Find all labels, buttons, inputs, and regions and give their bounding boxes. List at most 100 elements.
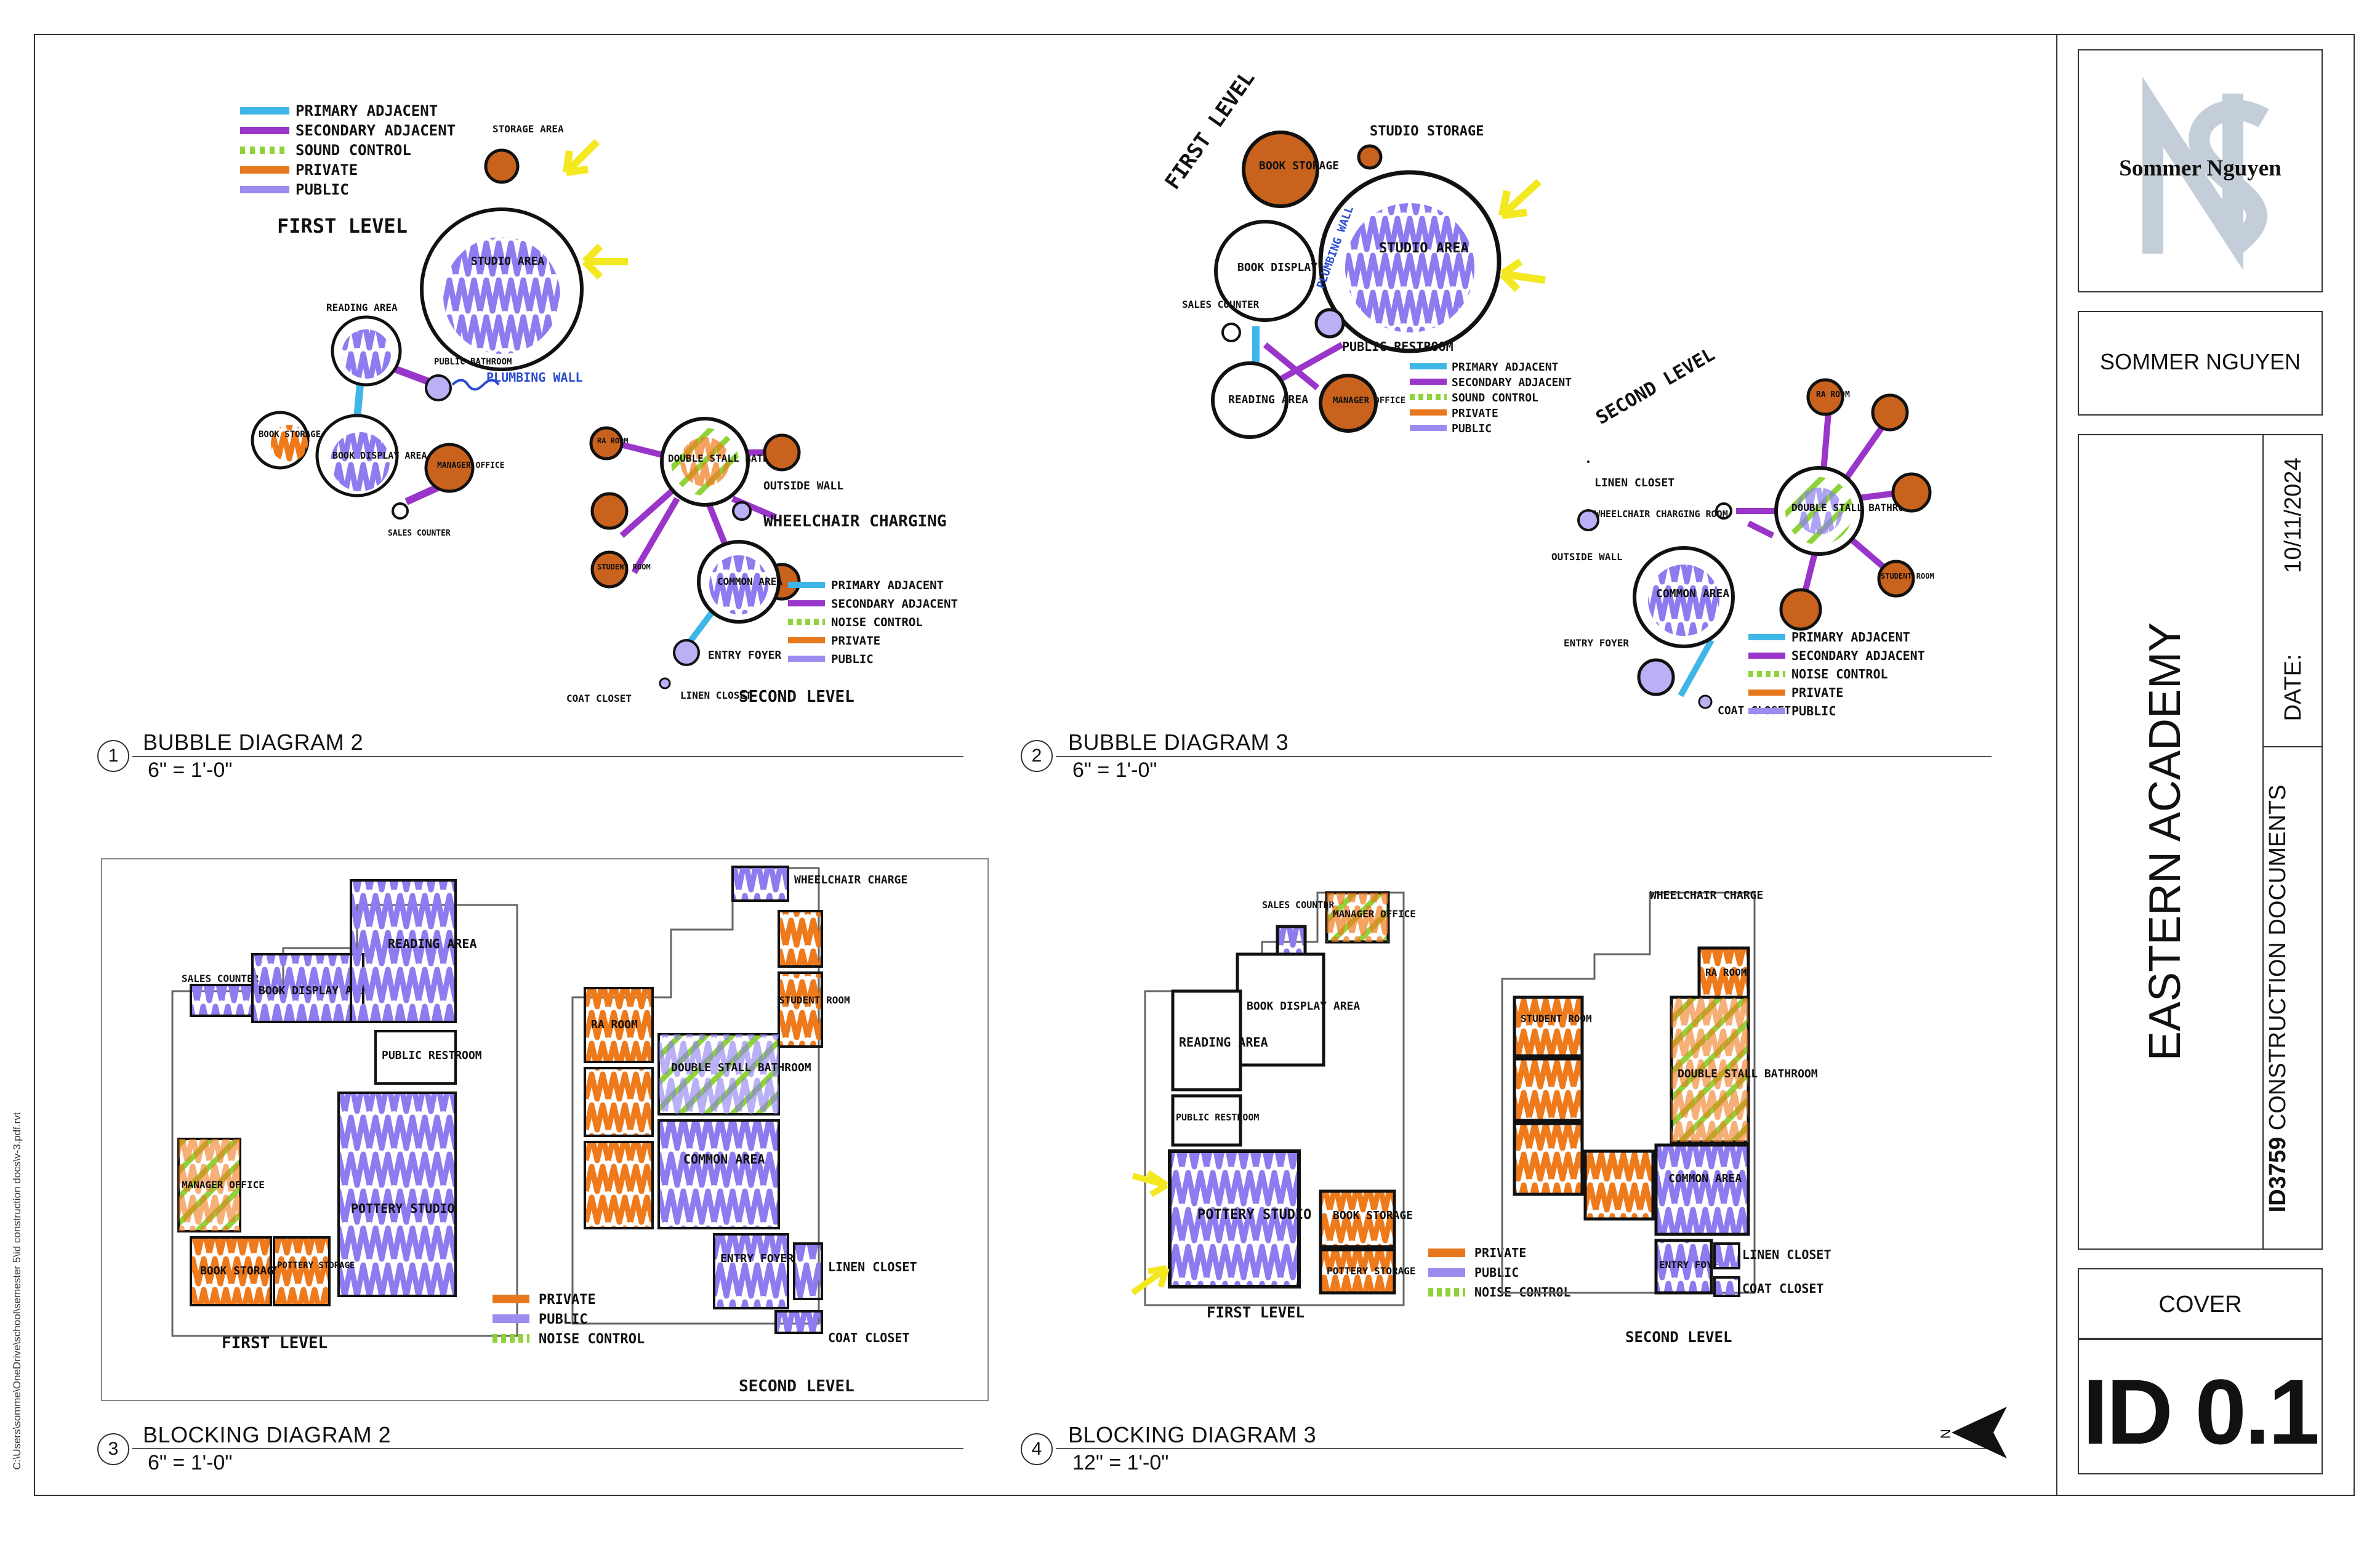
bubble-label: RA ROOM — [1816, 390, 1850, 400]
view-rule-3 — [132, 1448, 963, 1449]
view-rule-1 — [132, 756, 963, 757]
legend-item: NOISE CONTROL — [1791, 667, 1888, 681]
bubble-label: READING AREA — [1228, 393, 1308, 406]
legend-item: SECONDARY ADJACENT — [1452, 376, 1572, 389]
project-info-divider — [2262, 435, 2264, 1248]
sheet-border — [34, 34, 2355, 1496]
bubble-label: STUDIO STORAGE — [1370, 124, 1484, 139]
legend-item: PRIMARY ADJACENT — [1452, 361, 1559, 374]
view-title-1: BUBBLE DIAGRAM 2 — [143, 730, 364, 755]
block-label: BOOK STORAGE — [200, 1264, 280, 1277]
legend-item: PRIVATE — [831, 634, 880, 648]
block-label: POTTERY STUDIO — [1197, 1207, 1311, 1223]
bubble-label: COMMON AREA — [1656, 587, 1729, 600]
legend-item: PRIMARY ADJACENT — [296, 102, 438, 119]
date-divider — [2262, 746, 2323, 747]
title-block-divider — [2056, 34, 2057, 1496]
course-code: ID3759 — [2265, 1136, 2291, 1213]
legend-item: PRIVATE — [1474, 1245, 1526, 1260]
bubble-label: DOUBLE STALL BATHROOM — [1791, 502, 1916, 513]
level-label: SECOND LEVEL — [739, 1377, 854, 1396]
block-label: LINEN CLOSET — [1742, 1247, 1831, 1262]
block-label: COAT CLOSET — [828, 1330, 909, 1345]
legend-item: PUBLIC — [1474, 1265, 1519, 1280]
bubble-label: LINEN CLOSET — [680, 690, 752, 701]
block-label: DOUBLE STALL BATHROOM — [671, 1061, 811, 1074]
legend-item: SECONDARY ADJACENT — [831, 597, 958, 611]
block-label: POTTERY STORAGE — [1327, 1265, 1416, 1277]
sheet-name: COVER — [2158, 1292, 2242, 1317]
level-label: SECOND LEVEL — [739, 688, 854, 706]
level-label: FIRST LEVEL — [277, 214, 408, 238]
legend-item: PUBLIC — [1791, 704, 1836, 718]
block-label: ENTRY FOYER — [720, 1252, 794, 1265]
block-label: RA ROOM — [1705, 967, 1747, 978]
legend-item: PRIVATE — [539, 1292, 596, 1308]
legend-item: PRIMARY ADJACENT — [1791, 630, 1910, 645]
blocking-diagram-2: SALES COUNTER BOOK DISPLAY AREA READING … — [101, 858, 989, 1401]
legend-item: SOUND CONTROL — [1452, 392, 1538, 404]
block-label: BOOK DISPLAY AREA — [1247, 1000, 1360, 1013]
block-label: POTTERY STUDIO — [351, 1201, 455, 1216]
block-label: READING AREA — [1179, 1035, 1268, 1050]
north-label: N — [1939, 1429, 1953, 1439]
logo-mark-icon — [2142, 76, 2269, 271]
bubble-diagram-3: FIRST LEVEL BOOK STORAGE STUDIO STORAGE … — [1160, 68, 1934, 718]
legend-item: PUBLIC — [539, 1312, 587, 1327]
bubble-label: ENTRY FOYER — [1564, 637, 1629, 649]
project-name: EASTERN ACADEMY — [2141, 622, 2190, 1061]
block-label: SALES COUNTER — [182, 973, 259, 984]
view-rule-4 — [1056, 1448, 1992, 1449]
level-label: SECOND LEVEL — [1593, 344, 1719, 429]
legend-item: PUBLIC — [1452, 422, 1492, 435]
bubble-diagram-2: PRIMARY ADJACENT SECONDARY ADJACENT SOUN… — [240, 102, 958, 706]
sheet-number: ID 0.1 — [2082, 1360, 2320, 1463]
block-label: BOOK DISPLAY AREA — [259, 984, 372, 997]
project-info-box: EASTERN ACADEMY 10/11/2024 DATE: ID3759 … — [2078, 434, 2323, 1250]
logo-box: Sommer Nguyen — [2078, 49, 2323, 292]
bubble-label: DOUBLE STALL BATHROOM — [668, 452, 792, 464]
view-number-4: 4 — [1021, 1433, 1053, 1465]
date-label: DATE: — [2280, 654, 2306, 722]
block-label: SALES COUNTER — [1262, 899, 1335, 911]
level-label: FIRST LEVEL — [1207, 1304, 1305, 1321]
legend-item: PRIVATE — [1791, 685, 1843, 700]
view-title-4: BLOCKING DIAGRAM 3 — [1068, 1422, 1317, 1447]
block-label: STUDENT ROOM — [779, 994, 850, 1006]
bubble-label: SALES COUNTER — [388, 529, 451, 538]
block-label: DOUBLE STALL BATHROOM — [1678, 1067, 1818, 1080]
logo-text: Sommer Nguyen — [2119, 156, 2282, 181]
level-label: SECOND LEVEL — [1625, 1329, 1732, 1346]
block-label: COMMON AREA — [1668, 1172, 1742, 1185]
bubble-label: MANAGER OFFICE — [437, 461, 505, 470]
block-label: PUBLIC RESTROOM — [382, 1049, 482, 1062]
legend-item: SECONDARY ADJACENT — [1791, 648, 1925, 663]
bubble-label: STUDIO AREA — [1379, 241, 1469, 256]
date-value: 10/11/2024 — [2280, 457, 2306, 573]
view-title-2: BUBBLE DIAGRAM 3 — [1068, 730, 1289, 755]
course-label: ID3759 CONSTRUCTION DOCUMENTS — [2259, 783, 2296, 1214]
block-label: MANAGER OFFICE — [1333, 908, 1416, 920]
designer-box: SOMMER NGUYEN — [2078, 311, 2323, 416]
block-label: READING AREA — [388, 936, 477, 951]
block-label: MANAGER OFFICE — [182, 1179, 265, 1191]
bubble-label: COAT CLOSET — [566, 693, 632, 704]
file-path: C:\Users\somme\OneDrive\school\semester … — [11, 1112, 23, 1470]
view-scale-2: 6" = 1'-0" — [1072, 758, 1157, 782]
block-label: LINEN CLOSET — [828, 1260, 917, 1274]
block-label: STUDENT ROOM — [1521, 1013, 1592, 1024]
legend-item: NOISE CONTROL — [539, 1332, 645, 1347]
bubble-label: COMMON AREA — [717, 576, 782, 587]
view-rule-2 — [1056, 756, 1992, 757]
block-label: BOOK STORAGE — [1333, 1209, 1413, 1222]
sheet-number-box: ID 0.1 — [2078, 1339, 2323, 1474]
block-label: WHEELCHAIR CHARGE — [794, 874, 907, 887]
bubble-label: WHEELCHAIR CHARGING ROOM — [1594, 509, 1728, 520]
blocking-diagram-3: SALES COUNTER MANAGER OFFICE BOOK DISPLA… — [1131, 889, 1831, 1346]
legend-item: NOISE CONTROL — [831, 616, 923, 629]
view-title-3: BLOCKING DIAGRAM 2 — [143, 1422, 392, 1447]
bubble-label: BOOK STORAGE — [1259, 159, 1339, 172]
view-scale-4: 12" = 1'-0" — [1072, 1451, 1169, 1474]
bubble-label: BOOK DISPLAY AREA — [332, 450, 427, 461]
course-name: CONSTRUCTION DOCUMENTS — [2265, 784, 2291, 1131]
